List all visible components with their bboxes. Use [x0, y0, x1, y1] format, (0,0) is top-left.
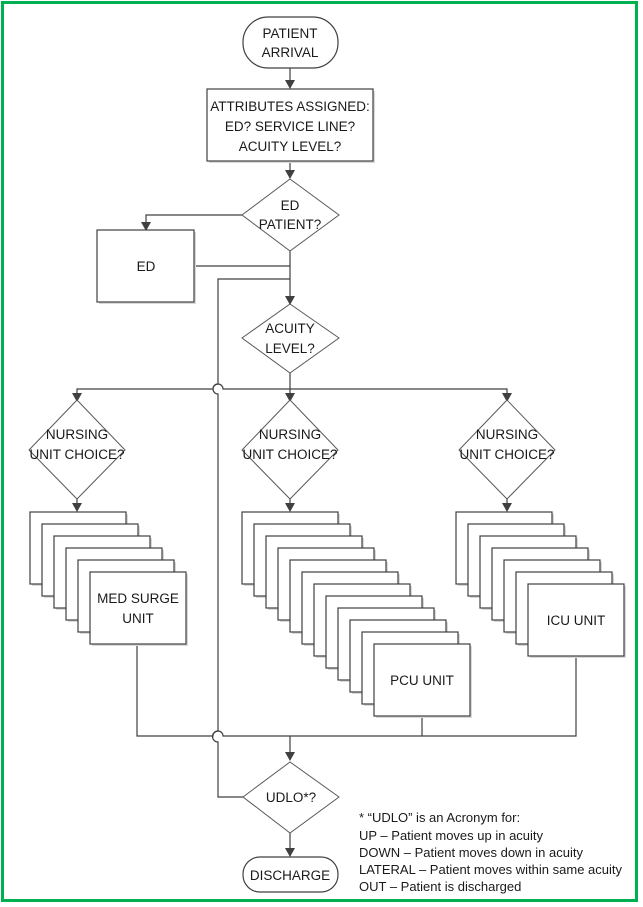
nursing-unit-choice-left: NURSING UNIT CHOICE?	[28, 399, 126, 500]
split-line	[76, 383, 508, 397]
arrowhead	[285, 170, 295, 179]
nursing-right-line1: NURSING	[476, 427, 538, 442]
pcu-label-line1: PCU UNIT	[390, 673, 454, 688]
arrowhead	[72, 393, 82, 402]
arrowhead	[141, 222, 151, 231]
unit-box-front	[373, 643, 471, 717]
arrowhead	[502, 503, 512, 512]
nursing-mid-line2: UNIT CHOICE?	[242, 447, 337, 462]
ed-process: ED	[96, 229, 196, 304]
med-surge-unit-stack: MED SURGE UNIT	[29, 511, 188, 646]
footnote-out: OUT – Patient is discharged	[359, 879, 521, 894]
nursing-mid-line1: NURSING	[259, 427, 321, 442]
arrowhead	[285, 296, 295, 305]
arrowhead	[502, 393, 512, 402]
footnote-down: DOWN – Patient moves down in acuity	[359, 845, 583, 860]
start-label-line2: ARRIVAL	[262, 45, 319, 60]
nursing-left-line1: NURSING	[46, 427, 108, 442]
connectors	[72, 68, 577, 857]
edge-ed-decision-ed	[145, 214, 242, 224]
udlo-label: UDLO*?	[266, 790, 316, 805]
arrowhead	[285, 503, 295, 512]
arrowhead	[285, 80, 295, 89]
icu-unit-stack: ICU UNIT	[455, 511, 626, 658]
footnote-title: * “UDLO” is an Acronym for:	[359, 810, 520, 825]
ed-decision-line2: PATIENT?	[259, 217, 322, 232]
icu-label-line1: ICU UNIT	[547, 613, 606, 628]
start-terminal: PATIENT ARRIVAL	[242, 16, 339, 69]
nursing-unit-choice-right: NURSING UNIT CHOICE?	[458, 399, 556, 500]
attributes-line3: ACUITY LEVEL?	[239, 139, 342, 154]
start-label-line1: PATIENT	[262, 26, 317, 41]
udlo-decision: UDLO*?	[242, 761, 340, 834]
ed-patient-decision: ED PATIENT?	[241, 178, 340, 252]
attributes-line2: ED? SERVICE LINE?	[225, 119, 355, 134]
acuity-level-decision: ACUITY LEVEL?	[241, 303, 340, 374]
nursing-left-line2: UNIT CHOICE?	[29, 447, 124, 462]
attributes-line1: ATTRIBUTES ASSIGNED:	[210, 99, 370, 114]
arrowhead	[72, 503, 82, 512]
udlo-footnote: * “UDLO” is an Acronym for: UP – Patient…	[359, 810, 623, 894]
nursing-right-line2: UNIT CHOICE?	[459, 447, 554, 462]
unit-box-front	[89, 571, 187, 645]
merge-line	[136, 644, 577, 737]
acuity-line2: LEVEL?	[265, 341, 315, 356]
footnote-lateral: LATERAL – Patient moves within same acui…	[359, 862, 623, 877]
unit-box-front	[527, 583, 625, 657]
ed-label: ED	[137, 259, 156, 274]
arrowhead	[285, 393, 295, 402]
discharge-label: DISCHARGE	[250, 868, 330, 883]
med-surge-label-line1: MED SURGE	[97, 591, 179, 606]
nursing-unit-choice-mid: NURSING UNIT CHOICE?	[241, 399, 339, 500]
med-surge-label-line2: UNIT	[122, 611, 154, 626]
arrowhead	[285, 752, 295, 761]
ed-decision-line1: ED	[281, 198, 300, 213]
arrowhead	[285, 848, 295, 857]
discharge-terminal: DISCHARGE	[242, 856, 339, 893]
footnote-up: UP – Patient moves up in acuity	[359, 828, 544, 843]
attributes-process: ATTRIBUTES ASSIGNED: ED? SERVICE LINE? A…	[206, 88, 375, 163]
pcu-unit-stack: PCU UNIT	[241, 511, 472, 718]
acuity-line1: ACUITY	[265, 321, 315, 336]
